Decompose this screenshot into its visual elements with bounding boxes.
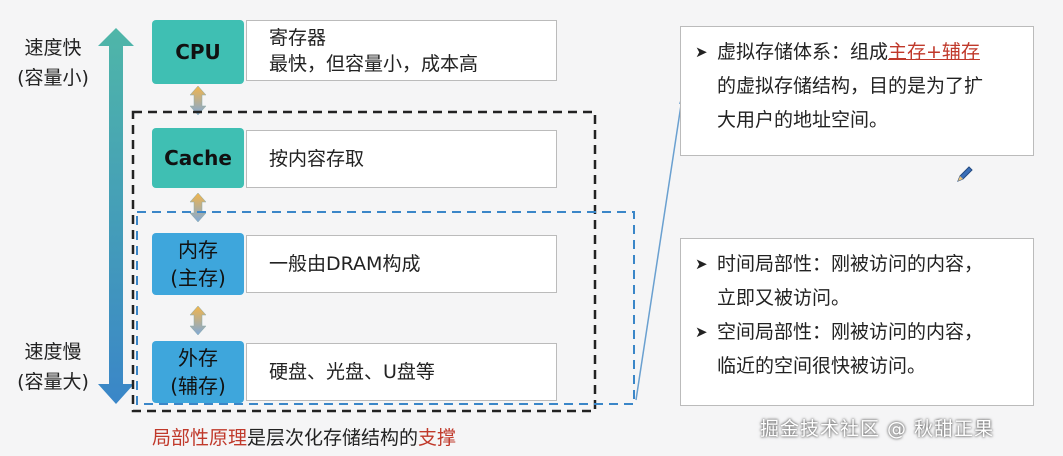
virtual-memory-line1-a: 虚拟存储体系：组成 (717, 41, 889, 63)
callout-connector (635, 91, 684, 401)
virtual-memory-callout: ➤ 虚拟存储体系：组成主存+辅存 的虚拟存储结构，目的是为了扩 大用户的地址空间… (680, 26, 1034, 156)
locality-callout: ➤ 时间局部性：刚被访问的内容， 立即又被访问。 ➤ 空间局部性：刚被访问的内容… (680, 238, 1034, 406)
capacity-small-text: (容量小) (17, 67, 89, 89)
cache-label: Cache (152, 128, 244, 188)
cache-desc-line1: 按内容存取 (269, 148, 365, 170)
cache-group-outline (131, 110, 597, 413)
secondary-storage-label: 外存 (辅存) (152, 341, 244, 403)
bottom-note-middle: 是层次化存储结构的 (247, 427, 419, 449)
cache-desc: 按内容存取 (246, 130, 557, 188)
main-memory-label-line2: (主存) (170, 266, 226, 290)
temporal-locality-line1: 时间局部性：刚被访问的内容， (717, 253, 984, 275)
bullet-arrow-icon: ➤ (695, 43, 708, 61)
cpu-desc-line2: 最快，但容量小，成本高 (269, 52, 479, 75)
speed-fast-label: 速度快 (容量小) (0, 33, 108, 93)
speed-fast-text: 速度快 (24, 37, 82, 59)
secondary-storage-label-line2: (辅存) (170, 374, 226, 398)
speed-slow-text: 速度慢 (24, 341, 82, 363)
double-arrow-icon (189, 85, 207, 336)
virtual-memory-line2: 的虚拟存储结构，目的是为了扩 (717, 75, 984, 97)
virtual-memory-bullet-row: ➤ 虚拟存储体系：组成主存+辅存 (695, 35, 1023, 69)
temporal-locality-line2: 立即又被访问。 (717, 287, 851, 309)
cpu-label-text: CPU (175, 40, 221, 64)
main-memory-desc-line1: 一般由DRAM构成 (269, 253, 421, 275)
cpu-desc: 寄存器 最快，但容量小，成本高 (246, 20, 557, 81)
bottom-note: 局部性原理是层次化存储结构的支撑 (152, 424, 456, 452)
watermark: 掘金技术社区 @ 秋甜正果 (760, 418, 995, 440)
spatial-locality-row: ➤ 空间局部性：刚被访问的内容， (695, 315, 1023, 349)
secondary-storage-desc-line1: 硬盘、光盘、U盘等 (269, 361, 435, 383)
virtual-memory-outline (136, 211, 635, 405)
virtual-memory-line1-b: 主存+辅存 (888, 41, 980, 63)
bottom-note-locality: 局部性原理 (152, 427, 248, 449)
main-memory-label-line1: 内存 (178, 238, 218, 262)
secondary-storage-label-line1: 外存 (178, 346, 218, 370)
speed-arrow (98, 28, 134, 404)
bullet-arrow-icon: ➤ (695, 323, 708, 341)
secondary-storage-desc: 硬盘、光盘、U盘等 (246, 343, 557, 401)
cache-label-text: Cache (164, 146, 232, 170)
temporal-locality-row: ➤ 时间局部性：刚被访问的内容， (695, 247, 1023, 281)
capacity-large-text: (容量大) (17, 371, 89, 393)
cpu-desc-line1: 寄存器 (269, 26, 327, 49)
virtual-memory-line3: 大用户的地址空间。 (717, 109, 889, 131)
spatial-locality-line2: 临近的空间很快被访问。 (717, 355, 927, 377)
virtual-memory-line1: 虚拟存储体系：组成主存+辅存 (717, 35, 980, 69)
spatial-locality-line1: 空间局部性：刚被访问的内容， (717, 321, 984, 343)
bullet-arrow-icon: ➤ (695, 255, 708, 273)
speed-slow-label: 速度慢 (容量大) (0, 337, 108, 397)
main-memory-label: 内存 (主存) (152, 233, 244, 295)
bottom-note-support: 支撑 (418, 427, 457, 449)
main-memory-desc: 一般由DRAM构成 (246, 235, 557, 293)
cpu-label: CPU (152, 20, 244, 84)
pencil-icon (957, 166, 973, 182)
